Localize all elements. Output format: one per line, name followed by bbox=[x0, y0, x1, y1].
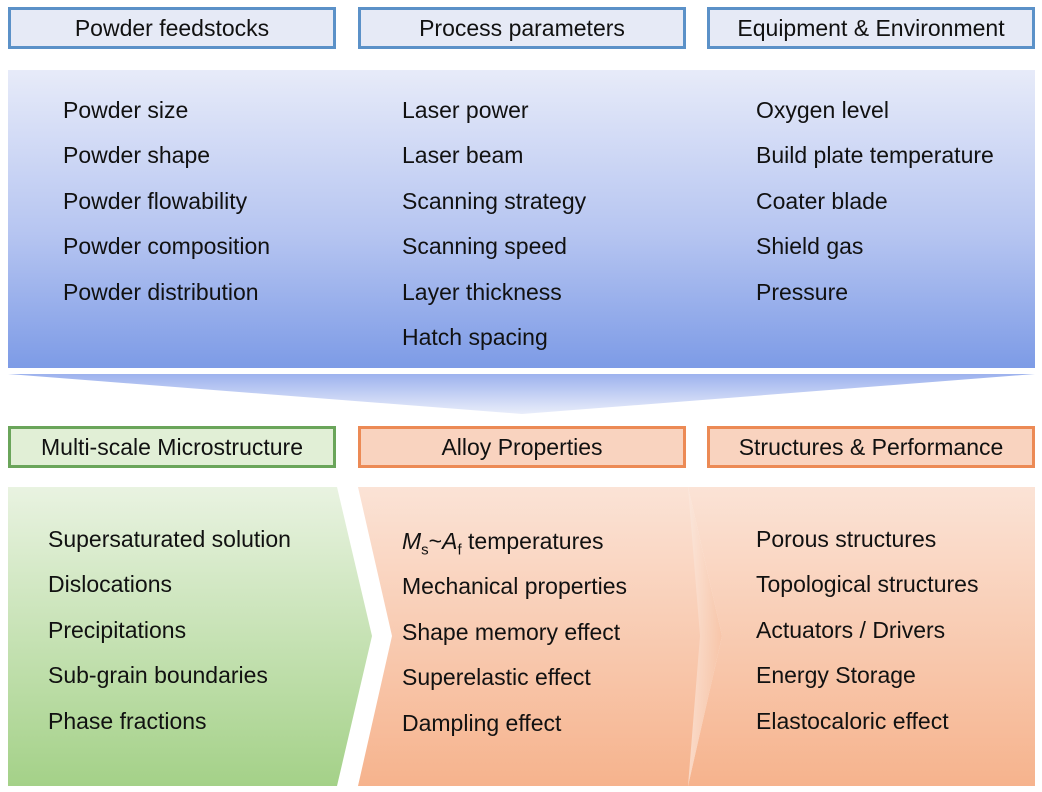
performance-panel bbox=[688, 487, 1035, 786]
list-item: Powder distribution bbox=[63, 278, 259, 305]
tilde: ~ bbox=[428, 528, 443, 554]
microstructure-list: Supersaturated solution Dislocations Pre… bbox=[48, 517, 291, 744]
structures-performance-list: Porous structures Topological structures… bbox=[756, 517, 978, 744]
list-item: Scanning speed bbox=[402, 233, 567, 260]
list-item: Supersaturated solution bbox=[48, 526, 291, 552]
list-item: Sub-grain boundaries bbox=[48, 662, 268, 689]
input-panel bbox=[8, 70, 1035, 368]
ms-subscript: s bbox=[421, 541, 429, 559]
list-item: Shield gas bbox=[756, 233, 864, 260]
funnel-arrow bbox=[8, 374, 1035, 414]
list-item: Powder shape bbox=[63, 142, 211, 169]
list-item: Shape memory effect bbox=[402, 618, 621, 645]
microstructure-panel bbox=[8, 487, 372, 786]
powder-feedstocks-list: Powder size Powder shape Powder flowabil… bbox=[63, 88, 270, 315]
list-item: Pressure bbox=[756, 278, 849, 305]
list-item: Scanning strategy bbox=[402, 187, 587, 214]
properties-arrow-highlight bbox=[688, 487, 722, 786]
header-alloy-properties: Alloy Properties bbox=[358, 426, 686, 468]
af-subscript: f bbox=[457, 541, 462, 559]
list-item: Elastocaloric effect bbox=[756, 707, 949, 734]
header-powder-feedstocks: Powder feedstocks bbox=[8, 7, 336, 49]
ms-symbol: M bbox=[402, 528, 422, 554]
list-item: Coater blade bbox=[756, 187, 888, 214]
list-item: Hatch spacing bbox=[402, 323, 548, 350]
list-item: Powder flowability bbox=[63, 187, 248, 214]
transformation-temperatures-item: Ms~Af temperatures bbox=[402, 519, 627, 564]
temperatures-label: temperatures bbox=[461, 528, 604, 554]
process-parameters-list: Laser power Laser beam Scanning strategy… bbox=[402, 88, 586, 360]
list-item: Precipitations bbox=[48, 616, 187, 643]
header-process-parameters: Process parameters bbox=[358, 7, 686, 49]
list-item: Laser power bbox=[402, 97, 529, 123]
list-item: Porous structures bbox=[756, 526, 937, 552]
af-symbol: A bbox=[442, 528, 458, 554]
alloy-properties-list: Ms~Af temperatures Mechanical properties… bbox=[402, 519, 627, 746]
list-item: Superelastic effect bbox=[402, 664, 591, 691]
list-item: Layer thickness bbox=[402, 278, 562, 305]
list-item: Actuators / Drivers bbox=[756, 616, 946, 643]
list-item: Mechanical properties bbox=[402, 573, 628, 600]
list-item: Topological structures bbox=[756, 571, 979, 598]
list-item: Phase fractions bbox=[48, 707, 207, 734]
list-item: Energy Storage bbox=[756, 662, 916, 689]
list-item: Build plate temperature bbox=[756, 142, 994, 169]
equipment-environment-list: Oxygen level Build plate temperature Coa… bbox=[756, 88, 994, 315]
list-item: Powder composition bbox=[63, 233, 271, 260]
list-item: Dislocations bbox=[48, 571, 172, 598]
list-item: Laser beam bbox=[402, 142, 524, 169]
header-equipment-environment: Equipment & Environment bbox=[707, 7, 1035, 49]
list-item: Oxygen level bbox=[756, 97, 889, 123]
header-multiscale-microstructure: Multi-scale Microstructure bbox=[8, 426, 336, 468]
list-item: Dampling effect bbox=[402, 709, 562, 736]
properties-panel bbox=[358, 487, 722, 786]
header-structures-performance: Structures & Performance bbox=[707, 426, 1035, 468]
list-item: Powder size bbox=[63, 97, 189, 123]
